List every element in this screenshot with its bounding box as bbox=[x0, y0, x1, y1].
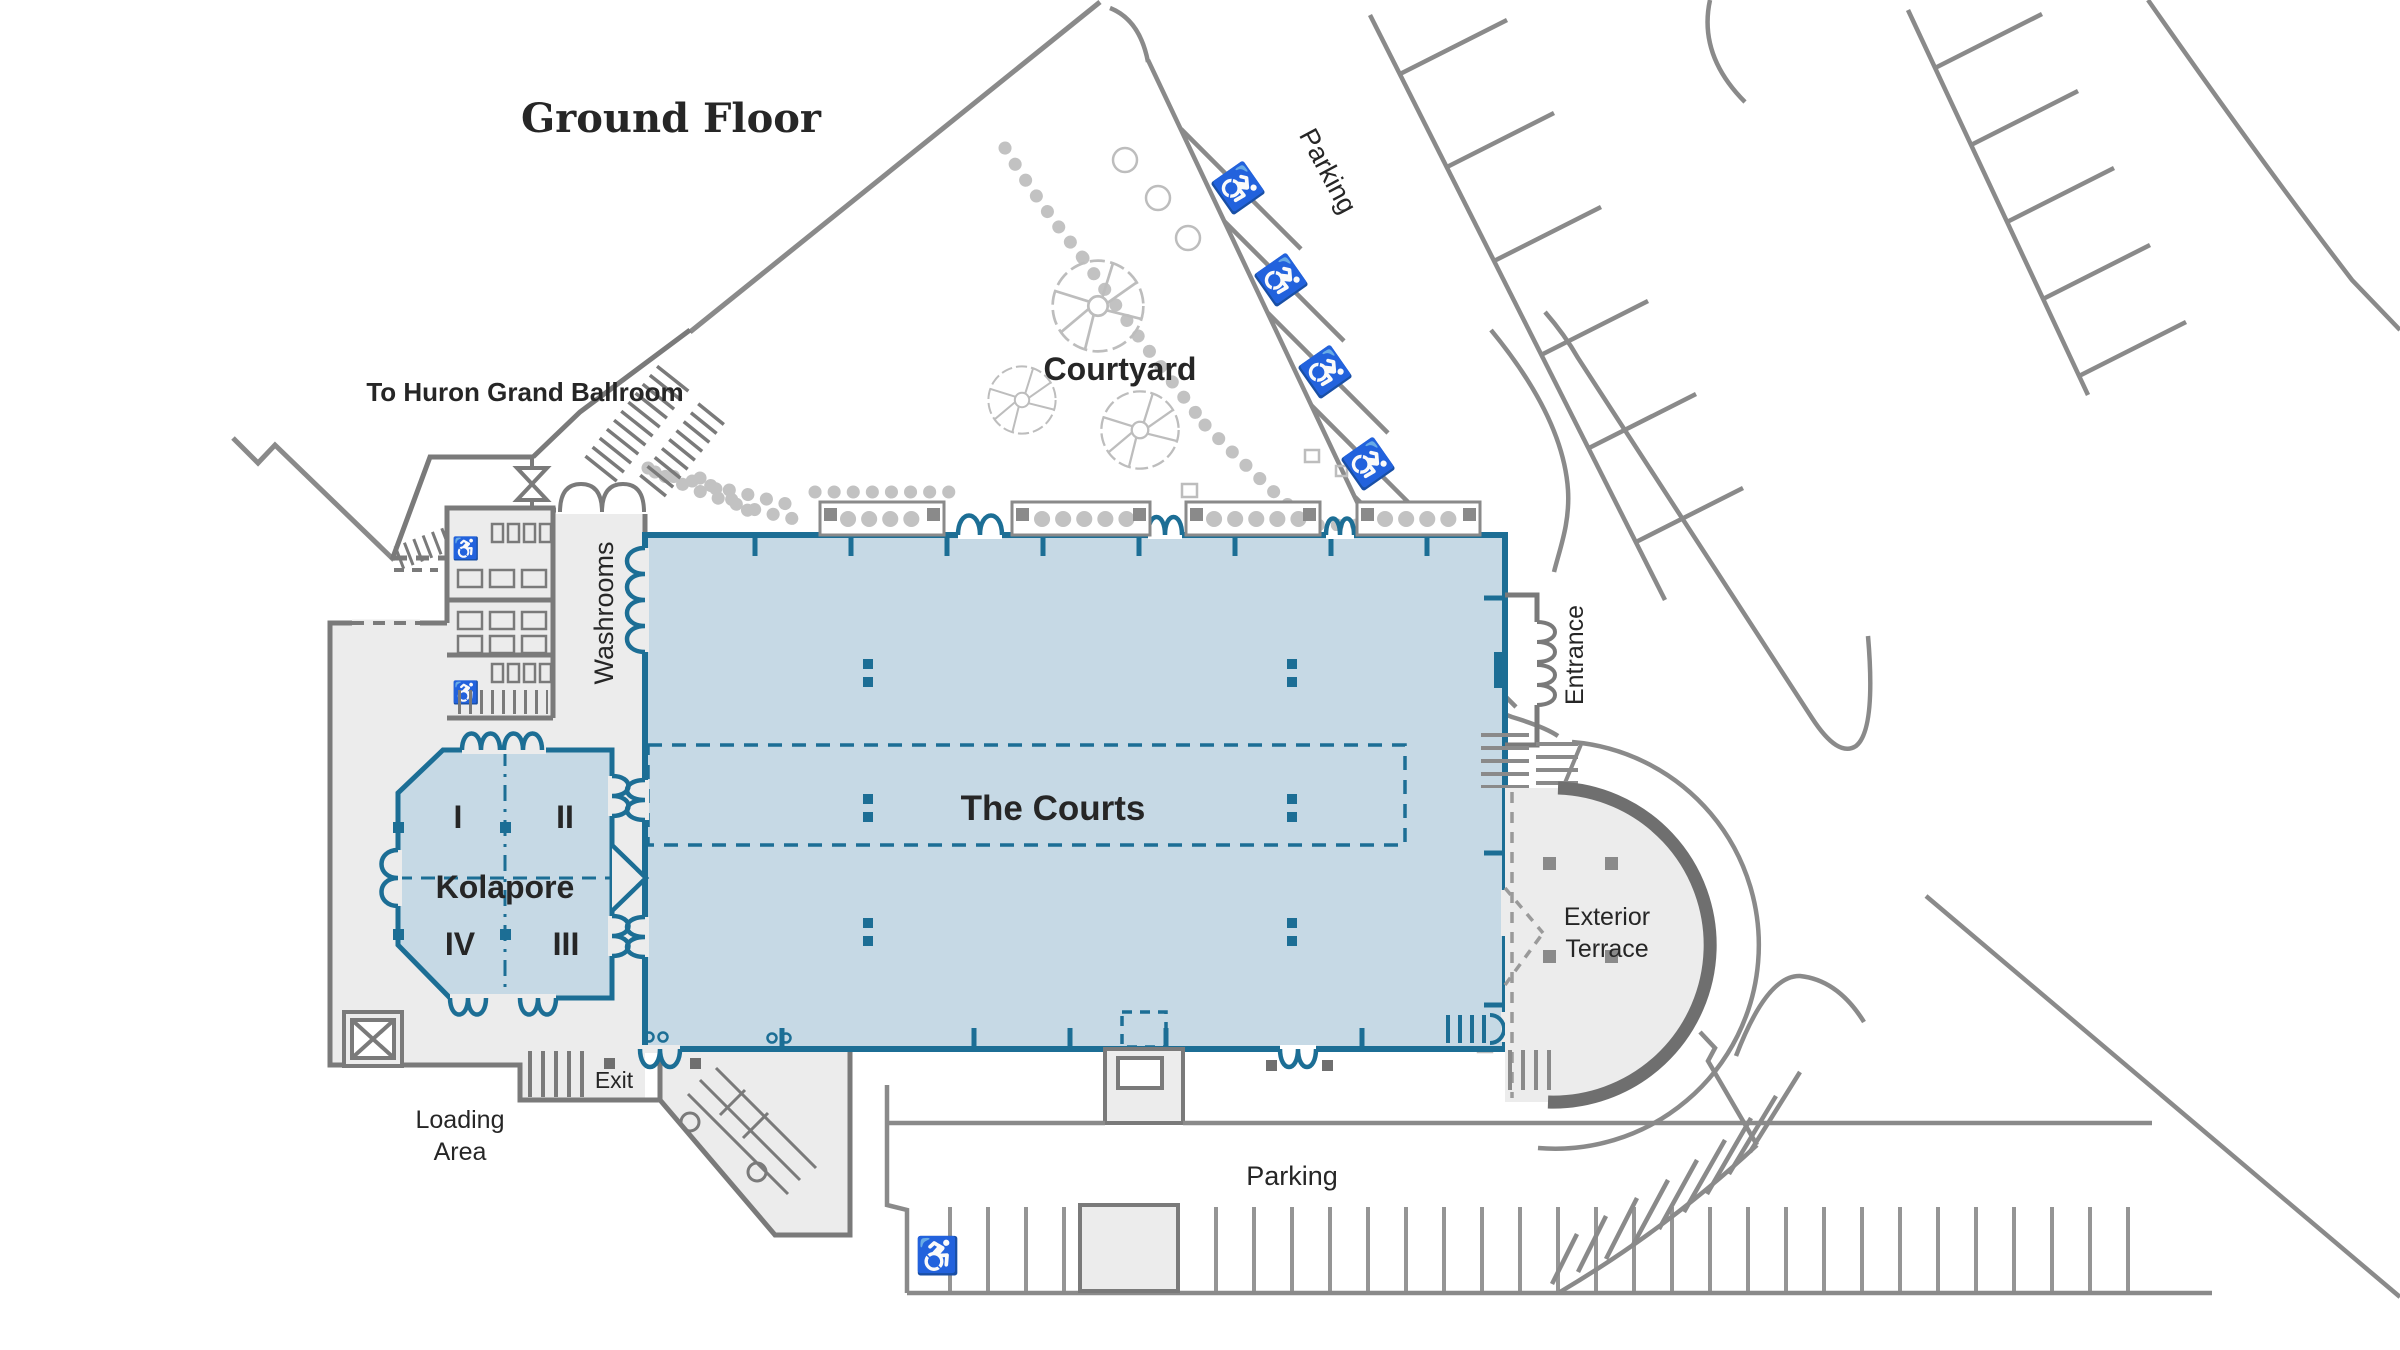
courts-label: The Courts bbox=[961, 789, 1146, 828]
double-door bbox=[558, 481, 646, 513]
exterior-terrace bbox=[1503, 781, 1717, 1109]
courtyard-label: Courtyard bbox=[1044, 351, 1197, 387]
corridor-opening bbox=[394, 555, 450, 572]
south-vestibule bbox=[1103, 1047, 1185, 1125]
accessible-parking-icon: ♿ bbox=[915, 1235, 960, 1276]
parking-south: ♿ bbox=[884, 1085, 2212, 1296]
kolapore-room-i: I bbox=[454, 799, 463, 835]
kolapore-room bbox=[379, 731, 650, 1017]
kolapore-room-ii: II bbox=[556, 799, 574, 835]
exit-label: Exit bbox=[595, 1067, 634, 1093]
loading-label-line1: Loading bbox=[416, 1106, 505, 1134]
door bbox=[512, 457, 552, 510]
ballroom-stairs bbox=[393, 359, 729, 570]
labels: Ground Floor To Huron Grand Ballroom Cou… bbox=[366, 95, 1650, 1191]
the-courts-room bbox=[604, 513, 1525, 1071]
planters bbox=[818, 500, 1482, 537]
terrace-label-line1: Exterior bbox=[1564, 903, 1650, 931]
kolapore-label: Kolapore bbox=[436, 869, 575, 905]
columns bbox=[863, 659, 1297, 946]
kolapore-room-iv: IV bbox=[445, 926, 476, 962]
parking-north: ♿ ♿ ♿ ♿ Parking bbox=[1209, 124, 1398, 495]
kolapore-doors bbox=[379, 731, 650, 1017]
terrace-label-line2: Terrace bbox=[1565, 935, 1648, 963]
accessible-icon: ♿ bbox=[452, 680, 479, 705]
parking-south-label: Parking bbox=[1246, 1161, 1338, 1191]
accessible-icon: ♿ bbox=[452, 536, 479, 561]
elevator bbox=[342, 1010, 404, 1068]
roads bbox=[231, 0, 2400, 1299]
loading-label-line2: Area bbox=[434, 1138, 487, 1166]
entrance-doors bbox=[1536, 620, 1557, 707]
entrance-label: Entrance bbox=[1561, 605, 1589, 705]
parking-north-label: Parking bbox=[1293, 124, 1362, 219]
washrooms-label: Washrooms bbox=[589, 541, 619, 684]
ballroom-label: To Huron Grand Ballroom bbox=[366, 377, 683, 407]
kolapore-room-iii: III bbox=[553, 926, 580, 962]
washroom-fixtures: ♿ ♿ bbox=[452, 522, 553, 714]
page-title: Ground Floor bbox=[521, 95, 822, 142]
service-wedge bbox=[657, 1046, 853, 1238]
